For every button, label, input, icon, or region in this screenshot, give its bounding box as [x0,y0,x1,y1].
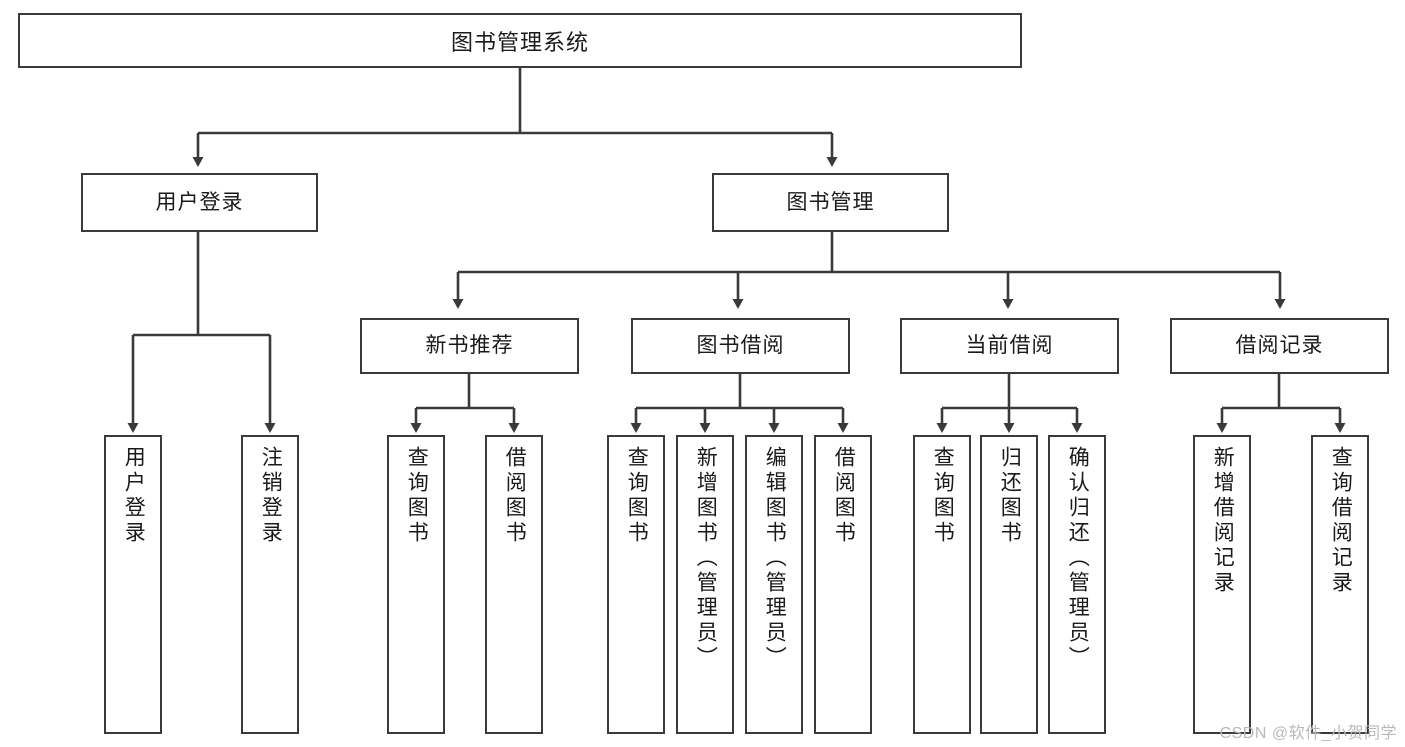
leaf-query-book-current[interactable]: 查询图书 [913,435,971,734]
node-root-system[interactable]: 图书管理系统 [18,13,1022,68]
leaf-return-book[interactable]: 归还图书 [980,435,1038,734]
leaf-user-login[interactable]: 用户登录 [104,435,162,734]
leaf-add-book-admin[interactable]: 新增图书（管理员） [676,435,734,734]
leaf-edit-book-admin[interactable]: 编辑图书（管理员） [745,435,803,734]
node-book-borrow[interactable]: 图书借阅 [631,318,850,374]
leaf-borrow-book-recommend[interactable]: 借阅图书 [485,435,543,734]
watermark: CSDN @软件_小贺同学 [1219,725,1397,742]
leaf-add-borrow-record[interactable]: 新增借阅记录 [1193,435,1251,734]
leaf-logout[interactable]: 注销登录 [241,435,299,734]
node-new-book-recommend[interactable]: 新书推荐 [360,318,579,374]
leaf-query-borrow-record[interactable]: 查询借阅记录 [1311,435,1369,734]
leaf-query-book-borrow[interactable]: 查询图书 [607,435,665,734]
leaf-query-book-recommend[interactable]: 查询图书 [387,435,445,734]
leaf-borrow-book[interactable]: 借阅图书 [814,435,872,734]
leaf-confirm-return-admin[interactable]: 确认归还（管理员） [1048,435,1106,734]
node-borrow-record[interactable]: 借阅记录 [1170,318,1389,374]
node-book-management[interactable]: 图书管理 [712,173,949,232]
node-current-borrow[interactable]: 当前借阅 [900,318,1119,374]
node-user-login[interactable]: 用户登录 [81,173,318,232]
